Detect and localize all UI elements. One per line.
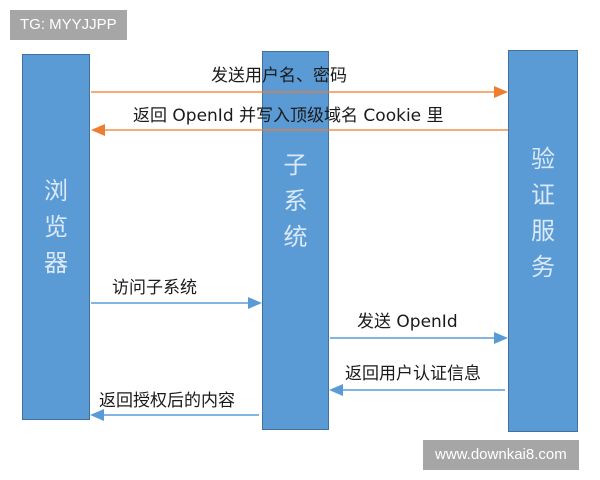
arrowhead-right-icon xyxy=(494,332,508,344)
arrow-send-credentials xyxy=(91,86,508,98)
message-label-send-credentials: 发送用户名、密码 xyxy=(211,66,347,86)
message-label-send-openid: 发送 OpenId xyxy=(357,312,458,332)
arrowhead-left-icon xyxy=(90,409,104,421)
message-label-return-openid-cookie: 返回 OpenId 并写入顶级域名 Cookie 里 xyxy=(133,106,444,126)
arrowhead-left-icon xyxy=(91,124,105,136)
arrowhead-right-icon xyxy=(248,297,262,309)
arrowhead-left-icon xyxy=(329,384,343,396)
lifeline-auth-service: 验证服务 xyxy=(508,50,578,432)
arrow-return-user-auth-info xyxy=(329,384,505,396)
lifeline-auth-service-label: 验证服务 xyxy=(531,145,555,281)
arrowhead-right-icon xyxy=(494,86,508,98)
watermark-top: TG: MYYJJPP xyxy=(10,10,127,40)
lifeline-subsystem: 子系统 xyxy=(262,51,329,430)
message-label-return-authorized-content: 返回授权后的内容 xyxy=(99,391,235,411)
arrow-return-authorized-content xyxy=(90,409,259,421)
lifeline-subsystem-label: 子系统 xyxy=(283,150,308,251)
lifeline-browser: 浏览器 xyxy=(22,54,90,420)
lifeline-browser-label: 浏览器 xyxy=(44,177,68,277)
arrow-return-openid-cookie xyxy=(91,124,508,136)
arrow-access-subsystem xyxy=(91,297,262,309)
arrow-send-openid xyxy=(330,332,508,344)
message-label-access-subsystem: 访问子系统 xyxy=(112,278,197,298)
watermark-bottom: www.downkai8.com xyxy=(423,440,579,470)
message-label-return-user-auth-info: 返回用户认证信息 xyxy=(345,364,481,384)
